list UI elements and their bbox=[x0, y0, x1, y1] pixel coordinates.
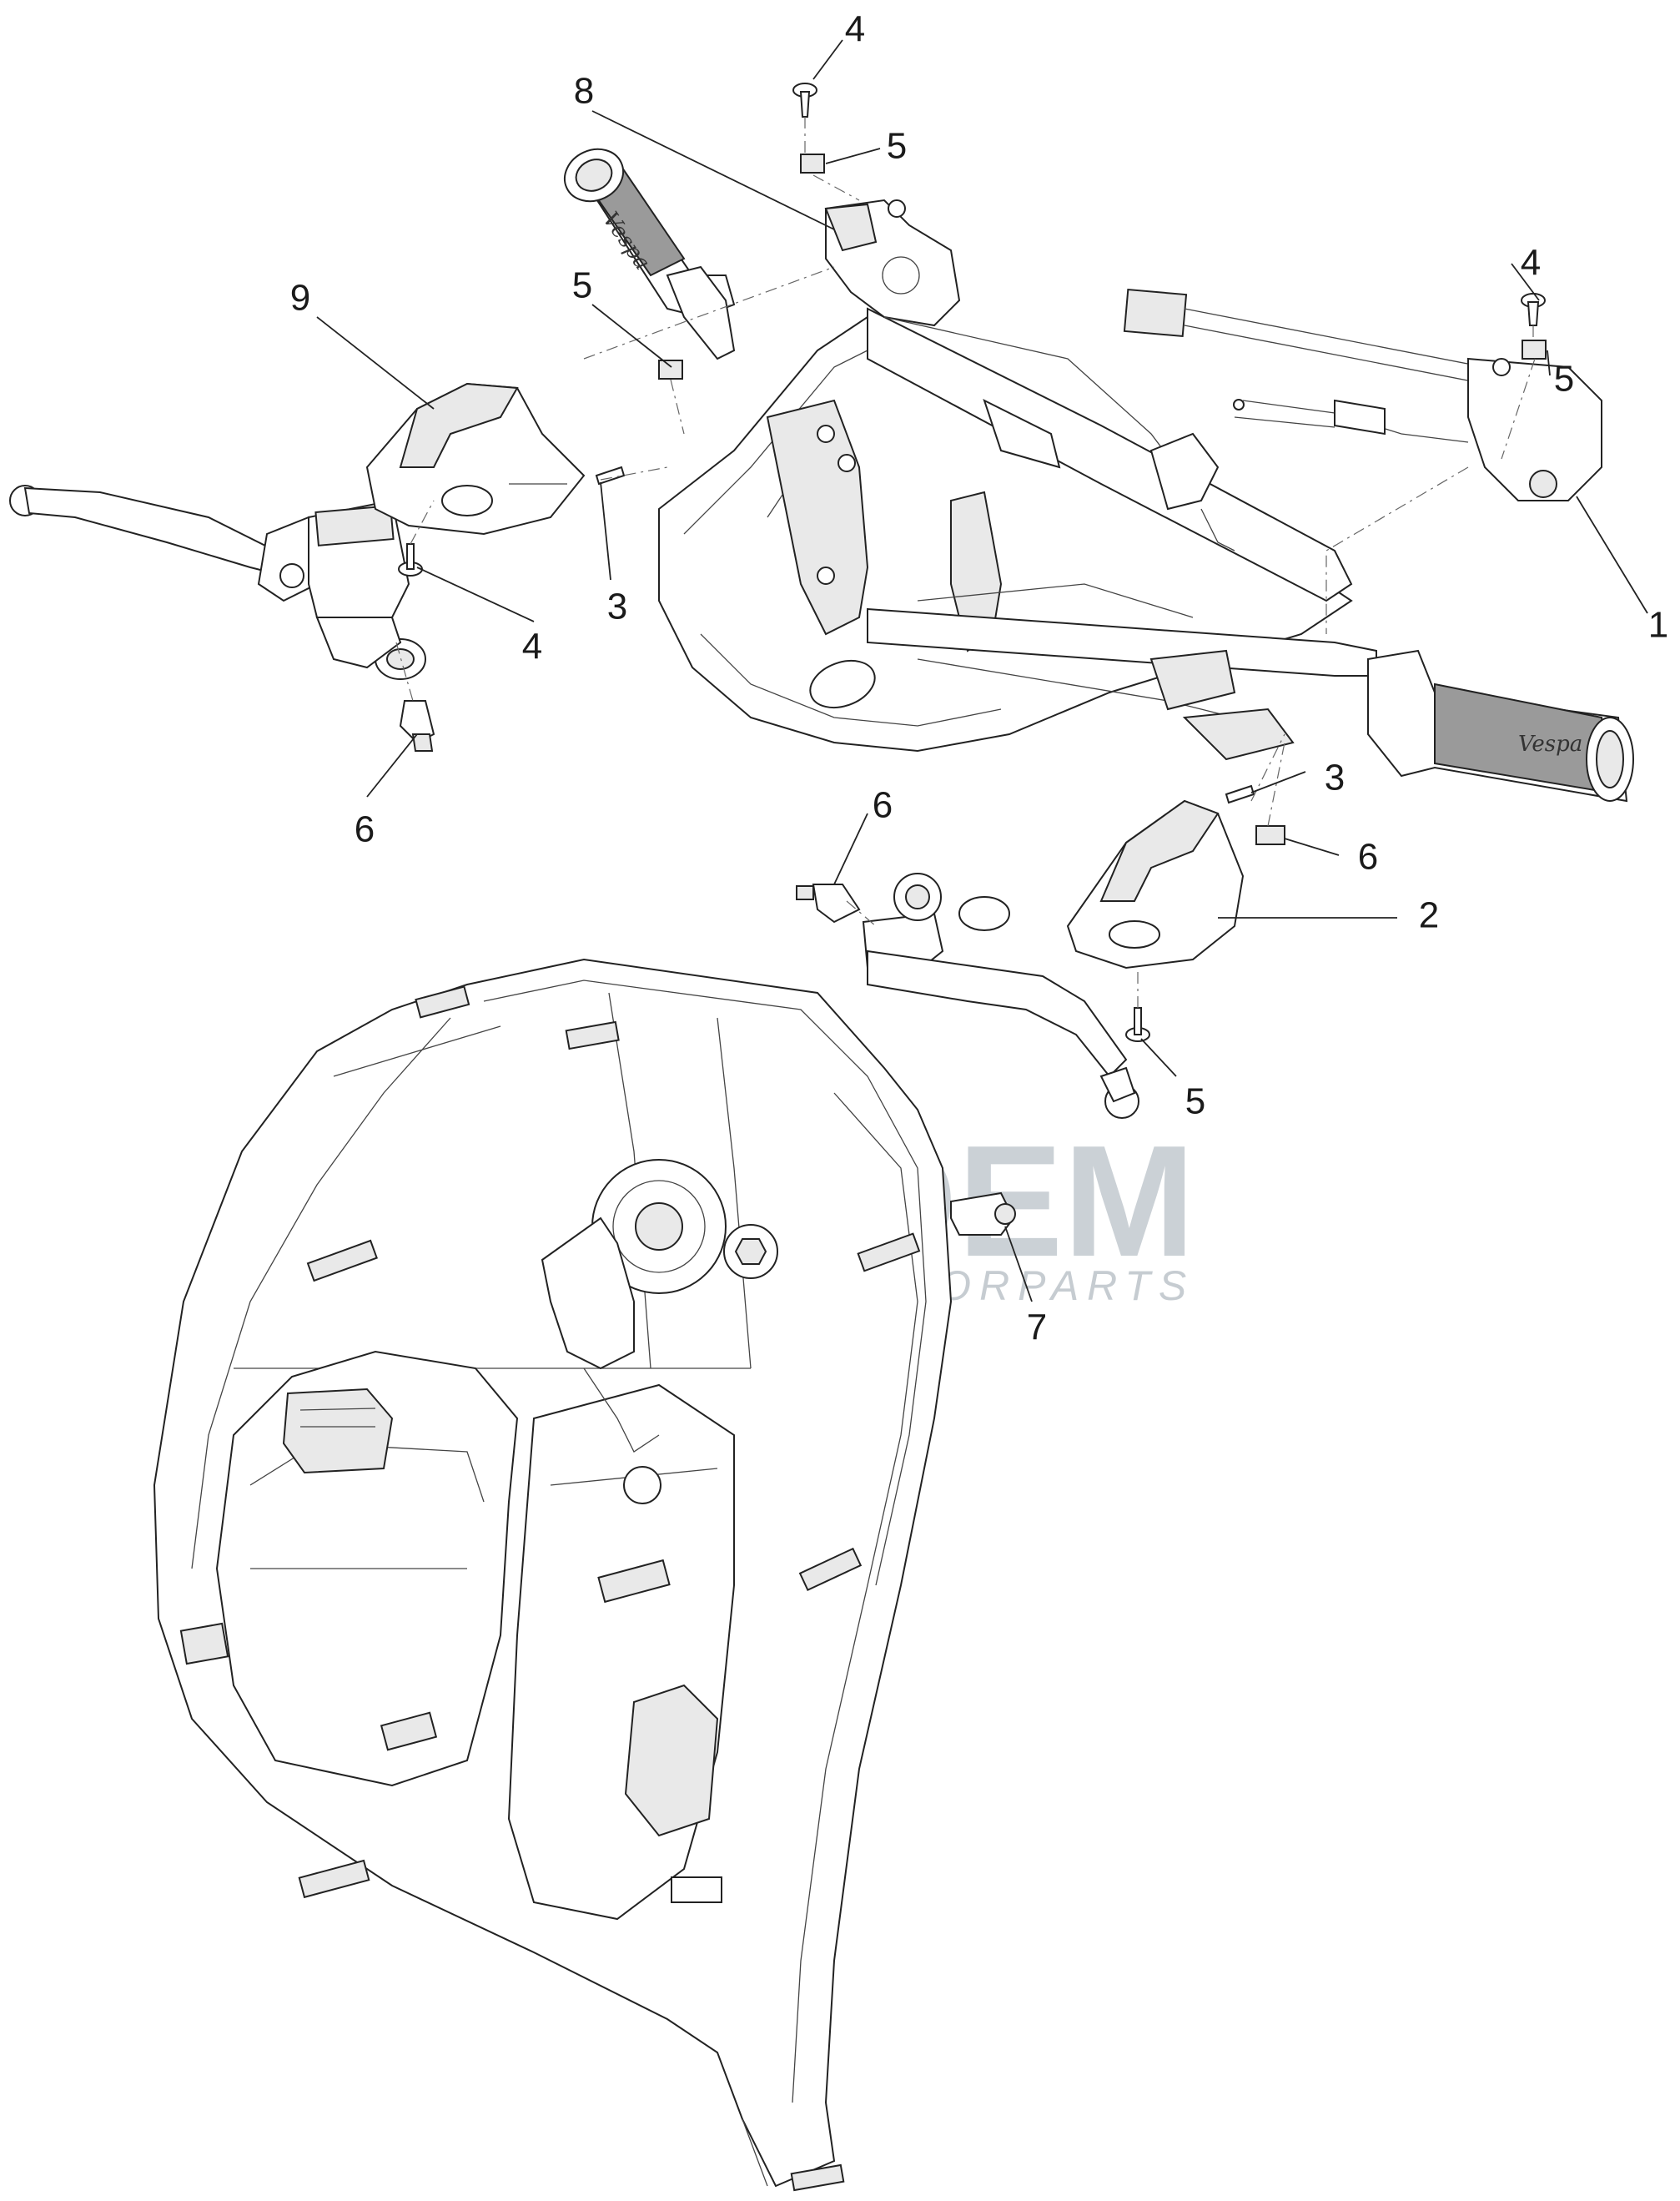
legshield-back-panel bbox=[153, 958, 953, 2192]
callout-1: 1 bbox=[1648, 605, 1668, 646]
callout-4-right: 4 bbox=[1521, 243, 1541, 284]
callout-5-left: 5 bbox=[572, 265, 592, 306]
clip-nut-top bbox=[800, 154, 825, 174]
brake-switch-right bbox=[796, 884, 861, 924]
callout-4-top: 4 bbox=[845, 9, 865, 50]
callout-5-top: 5 bbox=[887, 126, 907, 167]
clip-nut-right bbox=[1522, 340, 1547, 360]
screw-right-bottom bbox=[1125, 1007, 1150, 1042]
right-handlebar-cover bbox=[1066, 799, 1245, 970]
callout-6-right: 6 bbox=[873, 785, 893, 826]
right-grip-logo: Vespa bbox=[1518, 732, 1582, 757]
callout-4-bottom: 5 bbox=[1185, 1081, 1205, 1122]
alignment-lines bbox=[395, 117, 1536, 1008]
left-brake-lever bbox=[9, 485, 426, 680]
left-grip: Vespa bbox=[563, 148, 736, 360]
clip-nut-lower bbox=[1255, 825, 1285, 845]
right-grip: Vespa bbox=[1367, 649, 1634, 803]
callout-5-right: 5 bbox=[1554, 359, 1574, 400]
clip-nut-left bbox=[658, 360, 683, 380]
callouts: 4 5 8 9 5 3 4 6 4 5 1 3 6 2 6 5 7 bbox=[290, 9, 1668, 1348]
callout-5-bottom: 6 bbox=[1358, 837, 1378, 878]
callout-7: 7 bbox=[1027, 1307, 1047, 1348]
callout-9: 9 bbox=[290, 278, 310, 319]
left-handlebar-cover bbox=[365, 382, 586, 536]
stop-switch bbox=[950, 1191, 1016, 1236]
callout-2: 2 bbox=[1419, 895, 1439, 936]
callout-8: 8 bbox=[574, 71, 594, 112]
callout-3-left: 3 bbox=[607, 587, 627, 627]
leader-lines bbox=[316, 39, 1648, 1302]
callout-4-left: 4 bbox=[522, 627, 542, 667]
screw-top bbox=[792, 83, 817, 118]
screw-3-left bbox=[595, 466, 626, 486]
handlebar-body bbox=[658, 307, 1377, 761]
callout-6-left: 6 bbox=[355, 809, 375, 850]
screw-left bbox=[398, 543, 423, 577]
screw-right-top bbox=[1521, 293, 1546, 326]
right-brake-lever bbox=[862, 873, 1139, 1119]
callout-3-right: 3 bbox=[1325, 758, 1345, 798]
right-switch-housing bbox=[1123, 288, 1602, 501]
left-switch-housing bbox=[824, 199, 1235, 552]
brake-switch-left bbox=[399, 700, 435, 752]
screw-3-right bbox=[1225, 784, 1255, 804]
fasteners bbox=[398, 83, 1547, 1236]
